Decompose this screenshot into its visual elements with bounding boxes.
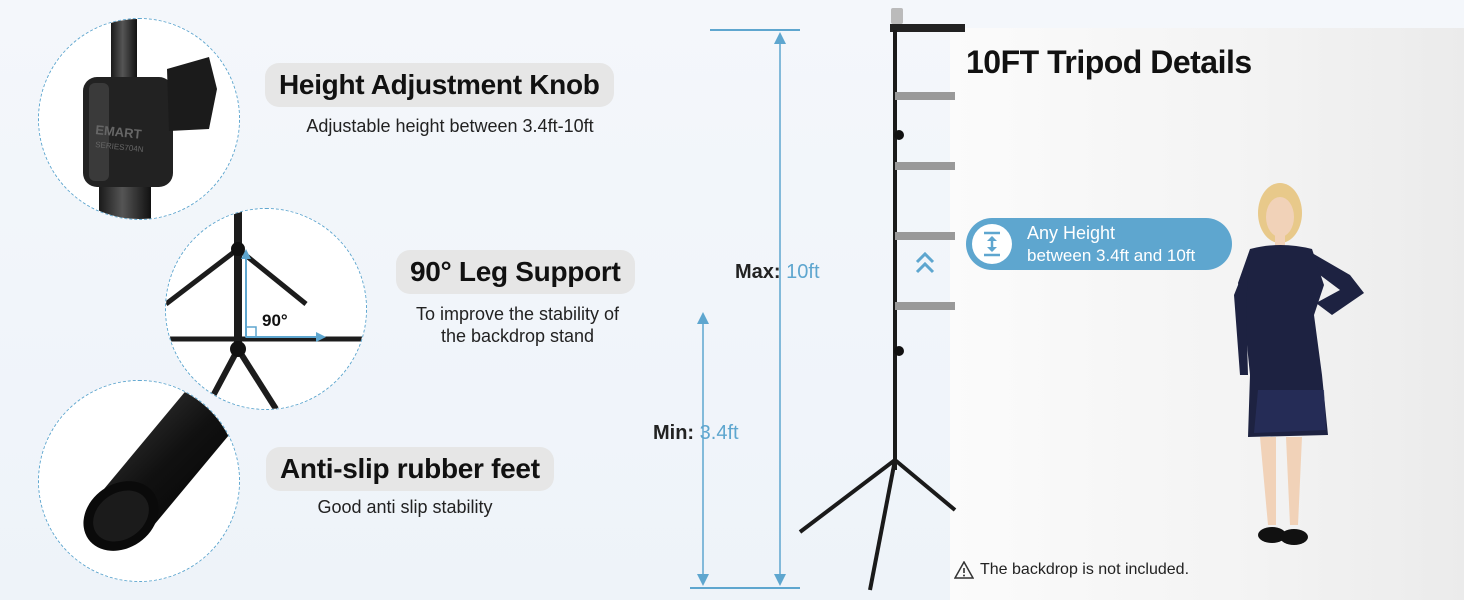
disclaimer-note: The backdrop is not included. bbox=[954, 561, 1189, 579]
badge-line2: between 3.4ft and 10ft bbox=[1027, 246, 1196, 265]
rubber-foot-photo bbox=[38, 380, 240, 582]
feature-title-leg: 90° Leg Support bbox=[396, 250, 635, 294]
feature-subtitle-leg-line2: the backdrop stand bbox=[440, 326, 595, 346]
badge-line1: Any Height bbox=[1027, 223, 1116, 243]
knob-brand-text: EMART bbox=[95, 122, 143, 142]
details-title: 10FT Tripod Details bbox=[966, 44, 1252, 80]
measurement-lines bbox=[690, 29, 800, 589]
min-height-label: Min: 3.4ft bbox=[653, 422, 739, 445]
warning-icon bbox=[954, 561, 974, 579]
backdrop-stand bbox=[798, 8, 965, 591]
feature-subtitle-leg-line1: To improve the stability of bbox=[415, 304, 620, 324]
max-value: 10ft bbox=[786, 261, 820, 283]
height-adjust-icon bbox=[972, 224, 1012, 264]
any-height-badge: Any Height between 3.4ft and 10ft bbox=[966, 218, 1232, 270]
knob-photo: EMART SERIES704N bbox=[38, 18, 240, 220]
feature-subtitle-feet: Good anti slip stability bbox=[317, 497, 493, 517]
feature-title-feet: Anti-slip rubber feet bbox=[266, 447, 554, 491]
details-panel bbox=[950, 28, 1464, 600]
feature-title-knob: Height Adjustment Knob bbox=[265, 63, 614, 107]
max-height-label: Max: 10ft bbox=[735, 261, 820, 284]
note-text: The backdrop is not included. bbox=[980, 561, 1190, 578]
angle-label: 90° bbox=[262, 311, 288, 330]
max-label: Max: bbox=[735, 261, 781, 283]
feature-subtitle-knob: Adjustable height between 3.4ft-10ft bbox=[306, 116, 594, 136]
model-figure bbox=[1234, 183, 1364, 545]
min-value: 3.4ft bbox=[699, 422, 739, 444]
leg-support-photo: 90° bbox=[165, 208, 367, 410]
min-label: Min: bbox=[653, 422, 695, 444]
